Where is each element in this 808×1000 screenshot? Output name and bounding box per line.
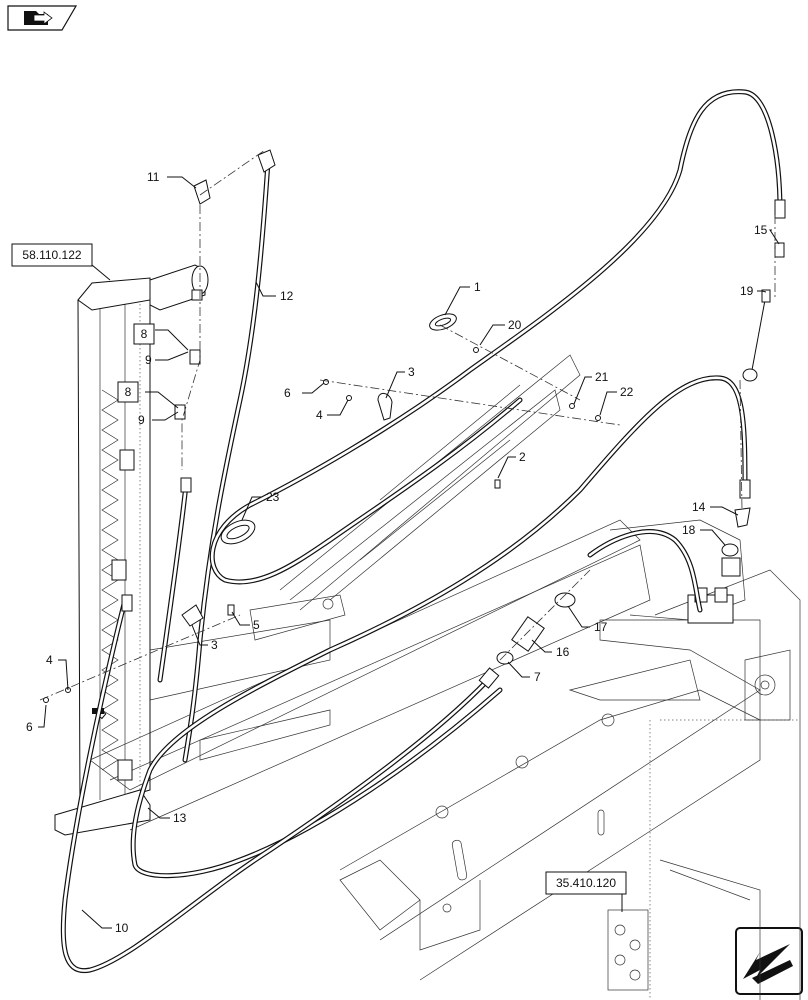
centerlines xyxy=(39,149,776,701)
callout-9[interactable]: 9 xyxy=(138,413,145,427)
callout-20[interactable]: 20 xyxy=(508,318,522,332)
hose-13 xyxy=(130,375,751,879)
callout-10[interactable]: 10 xyxy=(115,921,129,935)
callout-9[interactable]: 9 xyxy=(145,353,152,367)
folder-arrow-icon[interactable] xyxy=(7,5,78,31)
callout-6[interactable]: 6 xyxy=(284,386,291,400)
callout-12[interactable]: 12 xyxy=(280,289,294,303)
callout-5[interactable]: 5 xyxy=(253,618,260,632)
callout-4[interactable]: 4 xyxy=(46,653,53,667)
callouts: 11 12 1 20 3 6 4 21 22 2 23 15 19 14 18 … xyxy=(26,170,768,935)
callout-2[interactable]: 2 xyxy=(519,450,526,464)
reference-box-58110122[interactable]: 58.110.122 xyxy=(11,243,93,267)
callout-16[interactable]: 16 xyxy=(556,645,570,659)
back-arrow-icon[interactable] xyxy=(735,927,803,995)
callout-18[interactable]: 18 xyxy=(682,523,696,537)
callout-4[interactable]: 4 xyxy=(316,408,323,422)
hose-10 xyxy=(60,594,500,974)
hose-main xyxy=(209,89,786,585)
callout-6[interactable]: 6 xyxy=(26,720,33,734)
callout-15[interactable]: 15 xyxy=(754,223,768,237)
callout-13[interactable]: 13 xyxy=(173,811,187,825)
reference-label: 35.410.120 xyxy=(556,876,616,890)
hose-right-tank xyxy=(587,529,703,613)
callout-21[interactable]: 21 xyxy=(595,370,609,384)
callout-3[interactable]: 3 xyxy=(408,365,415,379)
reference-label: 58.110.122 xyxy=(22,248,81,262)
leader-lines xyxy=(38,176,780,929)
callout-box-8-upper[interactable]: 8 xyxy=(133,323,155,345)
hose-12 xyxy=(182,149,276,763)
hydraulic-column xyxy=(54,264,209,836)
callout-14[interactable]: 14 xyxy=(692,500,706,514)
callout-11[interactable]: 11 xyxy=(147,170,160,184)
hose-center-left xyxy=(157,477,192,683)
callout-7[interactable]: 7 xyxy=(534,670,541,684)
callout-3[interactable]: 3 xyxy=(211,638,218,652)
callout-1[interactable]: 1 xyxy=(474,280,481,294)
fittings xyxy=(43,179,785,703)
reference-box-35410120[interactable]: 35.410.120 xyxy=(545,871,627,895)
callout-8: 8 xyxy=(125,385,132,399)
callout-23[interactable]: 23 xyxy=(266,490,280,504)
callout-8: 8 xyxy=(141,327,148,341)
callout-17[interactable]: 17 xyxy=(594,620,608,634)
callout-22[interactable]: 22 xyxy=(620,385,634,399)
callout-19[interactable]: 19 xyxy=(740,284,754,298)
callout-box-8-lower[interactable]: 8 xyxy=(117,381,139,403)
